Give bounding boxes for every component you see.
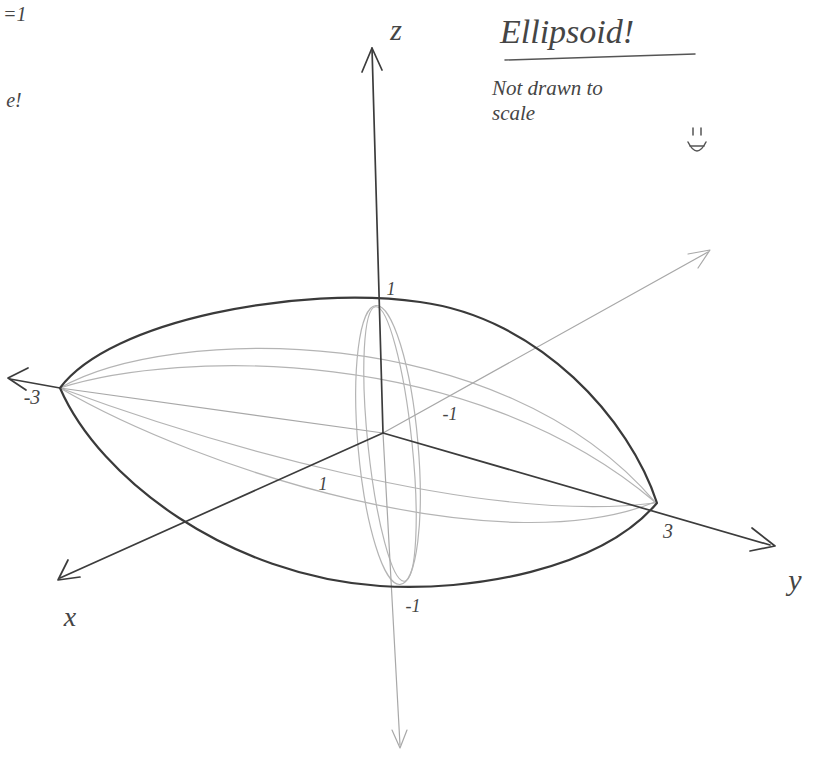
smiley xyxy=(688,128,706,151)
note-fragment: e! xyxy=(6,88,22,112)
axis-label: x xyxy=(64,600,76,634)
axes xyxy=(8,48,775,580)
tick-label: -1 xyxy=(443,404,458,426)
title: Ellipsoid! xyxy=(500,12,634,53)
scale-note: Not drawn to scale xyxy=(492,76,624,126)
tick-label: 3 xyxy=(663,519,673,543)
tick-label: 1 xyxy=(319,474,328,496)
axis-label: y xyxy=(788,562,801,598)
tick-label: -3 xyxy=(24,385,41,409)
equation-fragment: =1 xyxy=(3,2,27,26)
title-underline xyxy=(505,54,695,60)
tick-label: -1 xyxy=(406,596,421,618)
tick-label: 1 xyxy=(387,279,396,301)
ellipsoid-outline xyxy=(60,298,657,587)
cross-sections xyxy=(60,303,655,587)
axis-label: z xyxy=(390,12,402,48)
